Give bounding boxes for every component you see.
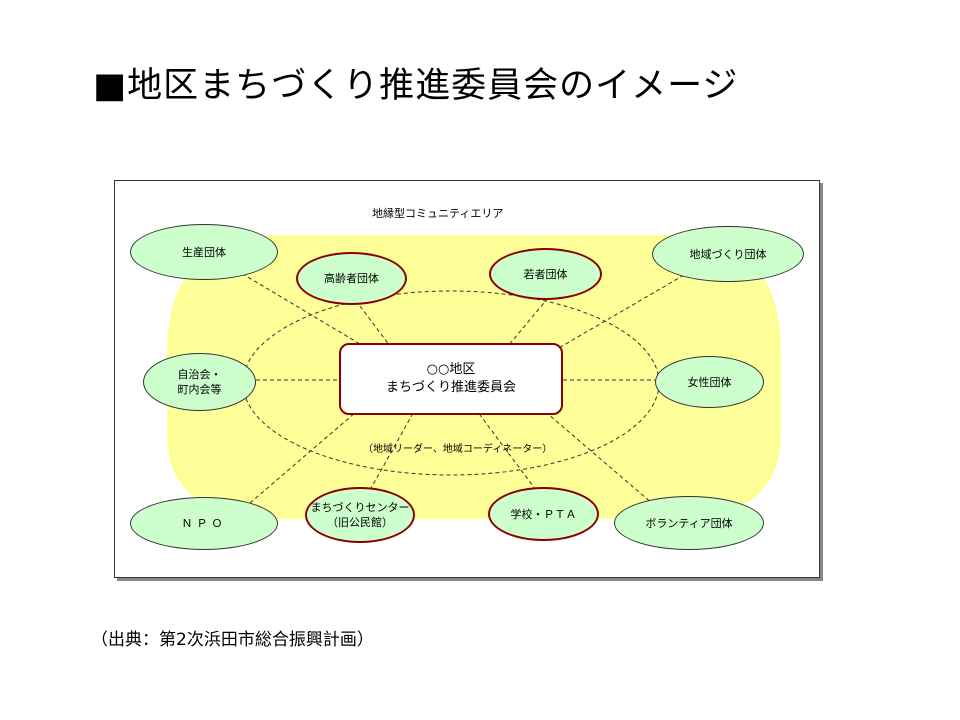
node-npo-label: ＮＰＯ [181, 517, 227, 530]
node-school: 学校・ＰＴＡ [488, 487, 599, 541]
node-production-label: 生産団体 [182, 245, 226, 259]
node-youth: 若者団体 [489, 248, 602, 300]
node-town-center-label-2: （旧公民館） [327, 516, 393, 529]
node-youth-label: 若者団体 [523, 267, 568, 281]
node-women: 女性団体 [655, 356, 764, 408]
node-community-dev: 地域づくり団体 [652, 226, 804, 282]
connector-youth [507, 297, 549, 347]
node-elderly-label: 高齢者団体 [324, 272, 379, 285]
area-label: 地縁型コミュニティエリア [372, 207, 504, 220]
node-neighborhood-label-1: 自治会・ [177, 368, 222, 381]
connector-school [479, 414, 537, 491]
leader-label: （地域リーダー、地域コーディネーター） [363, 444, 553, 455]
connector-elderly [359, 305, 391, 347]
connector-town-center [369, 414, 413, 491]
node-neighborhood: 自治会・ 町内会等 [143, 353, 256, 411]
center-label-2: まちづくり推進委員会 [385, 380, 516, 395]
node-school-label: 学校・ＰＴＡ [510, 507, 577, 521]
page-title: ■地区まちづくり推進委員会のイメージ [93, 66, 739, 106]
node-npo: ＮＰＯ [130, 497, 278, 550]
node-town-center-label-1: まちづくりセンター [310, 501, 410, 514]
connector-volunteer [547, 413, 661, 511]
node-community-dev-label: 地域づくり団体 [689, 247, 767, 261]
source-citation: （出典：第2次浜田市総合振興計画） [91, 630, 374, 650]
node-volunteer: ボランティア団体 [614, 496, 764, 550]
node-neighborhood-label-2: 町内会等 [177, 383, 222, 396]
node-women-label: 女性団体 [687, 375, 732, 389]
center-label-1: ○○地区 [426, 362, 476, 377]
connector-production [235, 269, 371, 351]
node-town-center: まちづくりセンター （旧公民館） [305, 487, 415, 543]
center-committee-box: ○○地区 まちづくり推進委員会 [339, 343, 563, 415]
node-volunteer-label: ボランティア団体 [645, 516, 733, 530]
node-production: 生産団体 [130, 224, 278, 280]
node-elderly: 高齢者団体 [296, 252, 407, 305]
connectors [235, 267, 697, 511]
connector-npo [249, 411, 357, 504]
